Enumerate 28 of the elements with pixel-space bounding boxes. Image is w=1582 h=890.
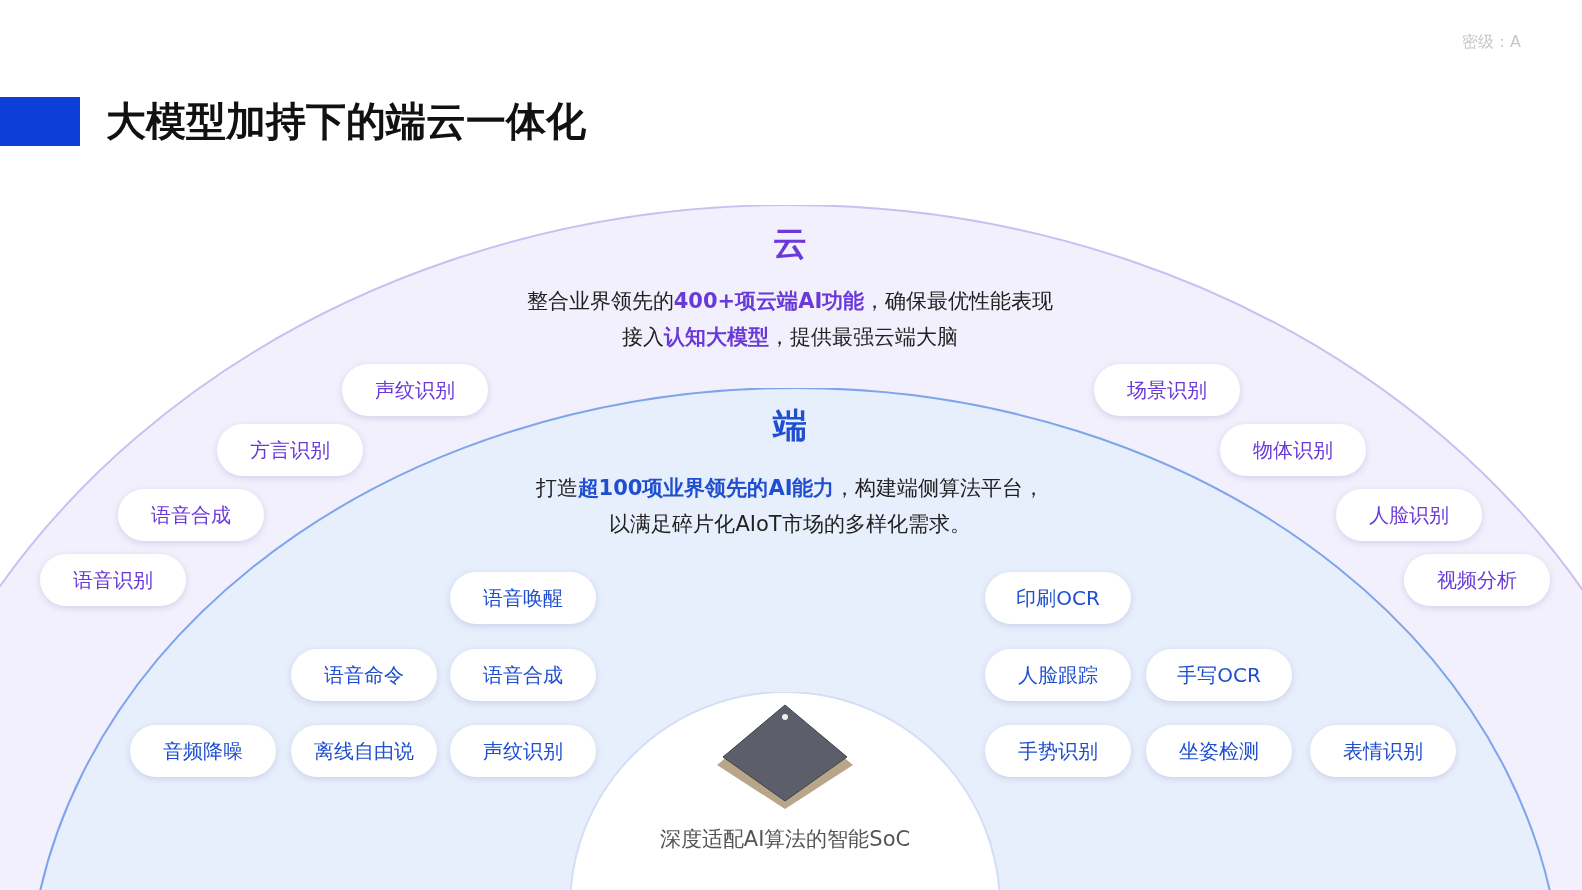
section-heading: 云 xyxy=(773,222,807,265)
ability-pill: 手写OCR xyxy=(1146,649,1292,701)
chip-caption: 深度适配AI算法的智能SoC xyxy=(659,826,911,853)
ability-pill: 声纹识别 xyxy=(450,725,596,777)
ability-pill: 离线自由说 xyxy=(291,725,437,777)
ability-pill: 印刷OCR xyxy=(985,572,1131,624)
ability-pill: 场景识别 xyxy=(1094,364,1240,416)
ability-pill: 坐姿检测 xyxy=(1146,725,1292,777)
ability-pill: 表情识别 xyxy=(1310,725,1456,777)
title: 大模型加持下的端云一体化 xyxy=(0,97,586,146)
ability-pill: 声纹识别 xyxy=(342,364,488,416)
ability-pill: 语音唤醒 xyxy=(450,572,596,624)
ability-pill: 语音识别 xyxy=(40,554,186,606)
ability-pill: 方言识别 xyxy=(217,424,363,476)
ability-pill: 语音合成 xyxy=(118,489,264,541)
ability-pill: 视频分析 xyxy=(1404,554,1550,606)
ability-pill: 物体识别 xyxy=(1220,424,1366,476)
ability-pill: 人脸识别 xyxy=(1336,489,1482,541)
description-line: 接入认知大模型，提供最强云端大脑 xyxy=(622,324,958,351)
ability-pill: 语音命令 xyxy=(291,649,437,701)
description-line: 整合业界领先的400+项云端AI功能，确保最优性能表现 xyxy=(526,288,1054,315)
description-line: 打造超100项业界领先的AI能力，构建端侧算法平台， xyxy=(535,475,1045,502)
ability-pill: 语音合成 xyxy=(450,649,596,701)
description-line: 以满足碎片化AIoT市场的多样化需求。 xyxy=(609,511,971,538)
ability-pill: 音频降噪 xyxy=(130,725,276,777)
ability-pill: 手势识别 xyxy=(985,725,1131,777)
ability-pill: 人脸跟踪 xyxy=(985,649,1131,701)
section-heading: 端 xyxy=(773,404,807,447)
